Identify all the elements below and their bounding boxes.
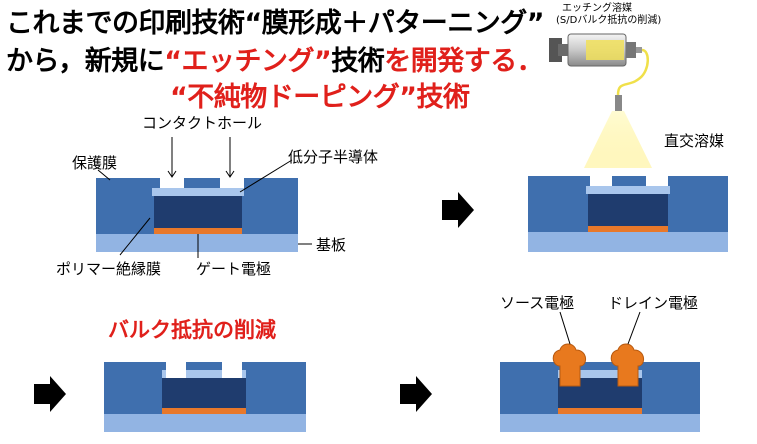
etching-solvent-label: エッチング溶媒 [562,3,632,14]
orthogonal-solvent-label: 直交溶媒 [664,132,725,150]
etching-solvent-sublabel: (S/Dバルク抵抗の削減) [556,15,662,26]
source-electrode-label: ソース電極 [500,294,575,312]
electrode-pointers [559,311,641,345]
process-arrow-right-icon [442,192,474,228]
solvent-spray [584,111,652,168]
title-line-3-suffix: 技術 [416,82,471,113]
device-stack-initial [96,178,298,252]
device-stack-electrodes [500,362,700,432]
protective-film-label: 保護膜 [72,154,118,172]
title-line-2-mid: 技術 [331,46,385,77]
drain-electrode-label: ドレイン電極 [608,294,699,312]
source-electrode [552,343,586,387]
title-highlight-etching: “エッチング” [164,46,332,77]
device-stack-etching [528,176,728,252]
device-stack-bulk-reduction [104,362,306,432]
substrate-label: 基板 [316,236,347,254]
gate-electrode-label: ゲート電極 [196,260,272,278]
contact-hole-label: コンタクトホール [142,114,263,132]
organic-semiconductor-label: 低分子半導体 [288,148,379,166]
contact-hole-pointers [97,137,312,258]
title-line-2: から，新規に“エッチング”技術を開発する． [6,46,544,77]
title-line-2-suffix: を開発する． [384,46,544,77]
bulk-resistance-label: バルク抵抗の削減 [108,318,276,342]
title-line-3: “不純物ドーピング”技術 [170,84,470,111]
title-line-2-prefix: から，新規に [6,46,165,77]
drain-electrode [610,343,644,387]
title-highlight-doping: “不純物ドーピング” [170,82,417,113]
title-line-1: これまでの印刷技術“膜形成＋パターニング” [6,8,545,39]
process-arrow-right-icon [400,376,432,412]
process-arrow-right-icon [34,376,66,412]
syringe-icon [549,33,649,111]
polymer-insulator-label: ポリマー絶縁膜 [56,260,162,278]
